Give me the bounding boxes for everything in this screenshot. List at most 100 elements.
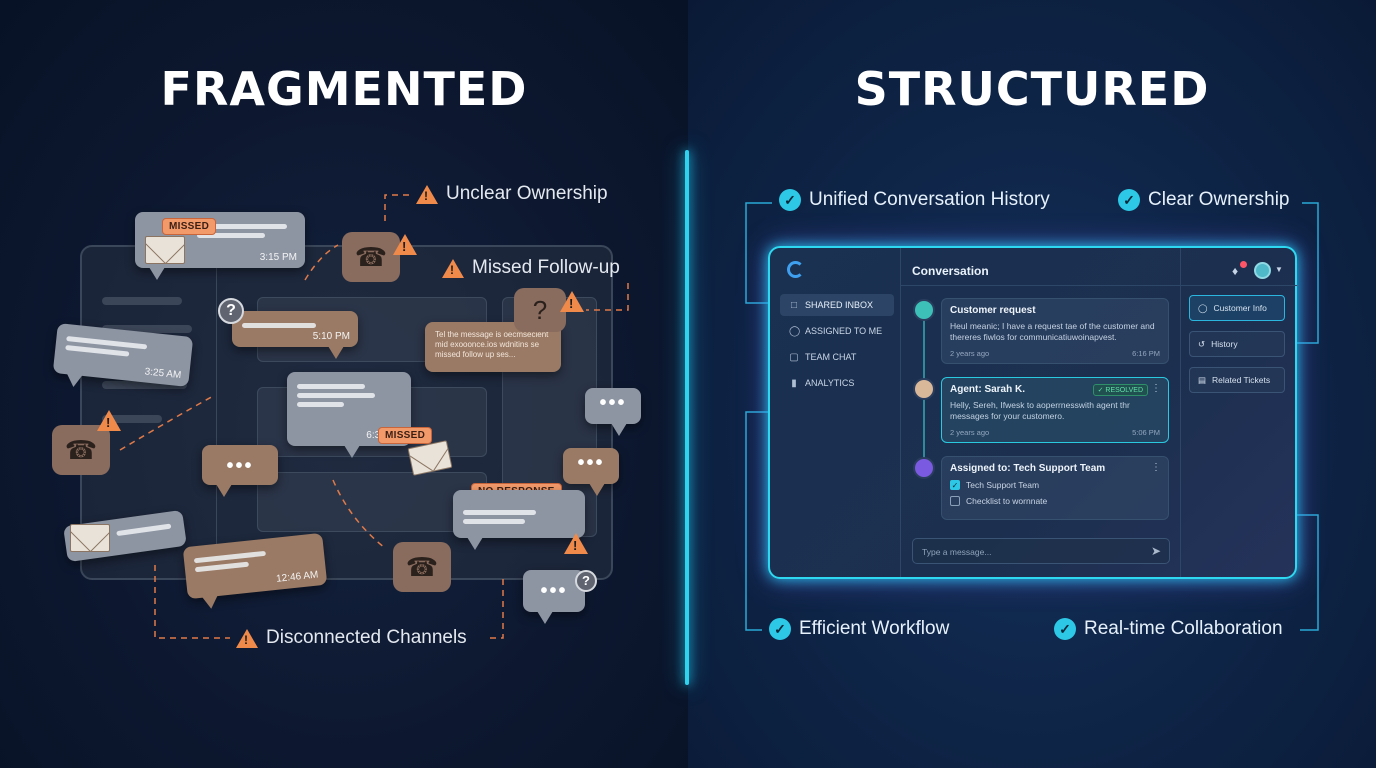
- typing-bubble: •••: [523, 570, 585, 624]
- checkbox-unchecked[interactable]: [950, 496, 960, 506]
- callout-label: Missed Follow-up: [472, 257, 620, 278]
- message-title: Agent: Sarah K.: [950, 384, 1026, 395]
- avatar[interactable]: [1254, 262, 1271, 279]
- agent-avatar: [913, 378, 935, 400]
- text-line: [194, 561, 250, 573]
- callout-label: Disconnected Channels: [266, 627, 467, 648]
- team-avatar: [913, 457, 935, 479]
- text-line: [242, 323, 317, 328]
- bubble-time: 3:15 PM: [259, 252, 297, 263]
- callout-unified-history: ✓ Unified Conversation History: [779, 189, 1050, 211]
- callout-label: Real-time Collaboration: [1084, 618, 1283, 639]
- fragmented-panel: FRAGMENTED 3:15 PM MISSED ☎ ! 5:10 PM ? …: [0, 0, 688, 768]
- sidebar-item-team-chat[interactable]: ▢ TEAM CHAT: [780, 346, 894, 368]
- more-icon[interactable]: ⋮: [1151, 462, 1161, 473]
- user-icon: ◯: [789, 325, 801, 337]
- background-sidebar: [82, 247, 217, 578]
- send-icon[interactable]: ➤: [1150, 544, 1161, 558]
- conversation-title: Conversation: [912, 264, 989, 278]
- message-body: Heul meanic; I have a request tae of the…: [950, 321, 1155, 342]
- sidebar-item-label: SHARED INBOX: [805, 300, 874, 310]
- callout-label: Unclear Ownership: [446, 183, 608, 204]
- question-icon: ?: [575, 570, 597, 592]
- warning-icon: !: [442, 258, 464, 278]
- text-line: [297, 402, 344, 407]
- text-line: [116, 523, 172, 537]
- checklist-item[interactable]: ✓ Tech Support Team: [950, 480, 1160, 490]
- ticket-icon: ▤: [1198, 374, 1207, 385]
- message-input-placeholder: Type a message...: [922, 547, 992, 557]
- text-line: [463, 510, 536, 515]
- check-icon: ✓: [1118, 189, 1140, 211]
- callout-label: Clear Ownership: [1148, 189, 1290, 210]
- fragmented-headline: FRAGMENTED: [160, 62, 528, 116]
- sidebar-item-label: TEAM CHAT: [805, 352, 857, 362]
- message-bubble: 5:10 PM: [232, 311, 358, 359]
- related-tickets-button[interactable]: ▤ Related Tickets: [1189, 367, 1285, 393]
- check-icon: ✓: [779, 189, 801, 211]
- typing-bubble: •••: [563, 448, 619, 496]
- bubble-time: 3:25 AM: [144, 366, 182, 382]
- missed-call-icon: ☎: [52, 425, 110, 475]
- sidebar-item-shared-inbox[interactable]: □ SHARED INBOX: [780, 294, 894, 316]
- chevron-down-icon[interactable]: ▼: [1275, 265, 1283, 274]
- question-icon: ?: [218, 298, 244, 324]
- message-title: Customer request: [950, 305, 1036, 316]
- text-line: [197, 233, 265, 238]
- side-button-label: History: [1211, 339, 1238, 349]
- header-divider: [901, 285, 1297, 286]
- envelope-icon: [70, 524, 110, 552]
- center-divider: [685, 150, 689, 685]
- message-bubble-text: Tel the message is oecmsecient mid exooo…: [425, 322, 561, 372]
- side-button-label: Customer Info: [1213, 303, 1267, 313]
- warning-icon: !: [564, 533, 588, 554]
- callout-clear-ownership: ✓ Clear Ownership: [1118, 189, 1290, 211]
- history-icon: ↺: [1198, 338, 1206, 349]
- sidebar-item-analytics[interactable]: ▮ ANALYTICS: [780, 372, 894, 394]
- sidebar-item-assigned-to-me[interactable]: ◯ ASSIGNED TO ME: [780, 320, 894, 342]
- check-icon: ✓: [1054, 618, 1076, 640]
- bubble-time: 5:10 PM: [312, 331, 350, 342]
- message-card-agent[interactable]: Agent: Sarah K. ✓ RESOLVED ⋮ Helly, Sere…: [941, 377, 1169, 443]
- message-ago: 2 years ago: [950, 349, 990, 358]
- callout-unclear-ownership: ! Unclear Ownership: [416, 183, 608, 205]
- history-button[interactable]: ↺ History: [1189, 331, 1285, 357]
- checklist-item[interactable]: Checklist to wornnate: [950, 496, 1160, 506]
- structured-headline: STRUCTURED: [854, 62, 1210, 116]
- phone-icon: ☎: [342, 232, 400, 282]
- side-button-label: Related Tickets: [1212, 375, 1271, 385]
- user-icon: ◯: [1198, 302, 1208, 313]
- callout-realtime-collaboration: ✓ Real-time Collaboration: [1054, 618, 1283, 640]
- chat-icon: ▢: [789, 351, 799, 363]
- app-sidebar: □ SHARED INBOX ◯ ASSIGNED TO ME ▢ TEAM C…: [770, 248, 901, 577]
- text-line: [65, 344, 130, 357]
- bar-chart-icon: ▮: [791, 377, 797, 389]
- message-card-customer[interactable]: Customer request Heul meanic; I have a r…: [941, 298, 1169, 364]
- typing-bubble: •••: [585, 388, 641, 436]
- check-icon: ✓: [769, 618, 791, 640]
- message-bubble: [453, 490, 585, 550]
- text-line: [297, 384, 365, 389]
- notification-badge: [1240, 261, 1247, 268]
- bell-icon[interactable]: ♦: [1232, 264, 1239, 278]
- resolved-badge: ✓ RESOLVED: [1092, 384, 1148, 396]
- missed-tag: MISSED: [162, 218, 217, 235]
- message-input[interactable]: Type a message... ➤: [912, 538, 1170, 564]
- checkbox-checked[interactable]: ✓: [950, 480, 960, 490]
- checklist-label: Checklist to wornnate: [966, 496, 1048, 506]
- message-body: Helly, Sereh, Ifwesk to aoperrnesswith a…: [950, 400, 1130, 421]
- typing-dots: •••: [226, 455, 254, 477]
- message-card-assignment[interactable]: Assigned to: Tech Support Team ⋮ ✓ Tech …: [941, 456, 1169, 520]
- text-line: [463, 519, 525, 524]
- customer-avatar: [913, 299, 935, 321]
- callout-label: Unified Conversation History: [809, 189, 1050, 210]
- message-time: 5:06 PM: [1132, 428, 1160, 437]
- typing-dots: •••: [599, 392, 627, 414]
- warning-icon: !: [560, 291, 584, 312]
- more-icon[interactable]: ⋮: [1151, 383, 1161, 394]
- checklist-label: Tech Support Team: [966, 480, 1040, 490]
- bg-line: [102, 325, 192, 333]
- customer-info-button[interactable]: ◯ Customer Info: [1189, 295, 1285, 321]
- callout-missed-follow-up: ! Missed Follow-up: [442, 257, 620, 279]
- app-window: □ SHARED INBOX ◯ ASSIGNED TO ME ▢ TEAM C…: [768, 246, 1297, 579]
